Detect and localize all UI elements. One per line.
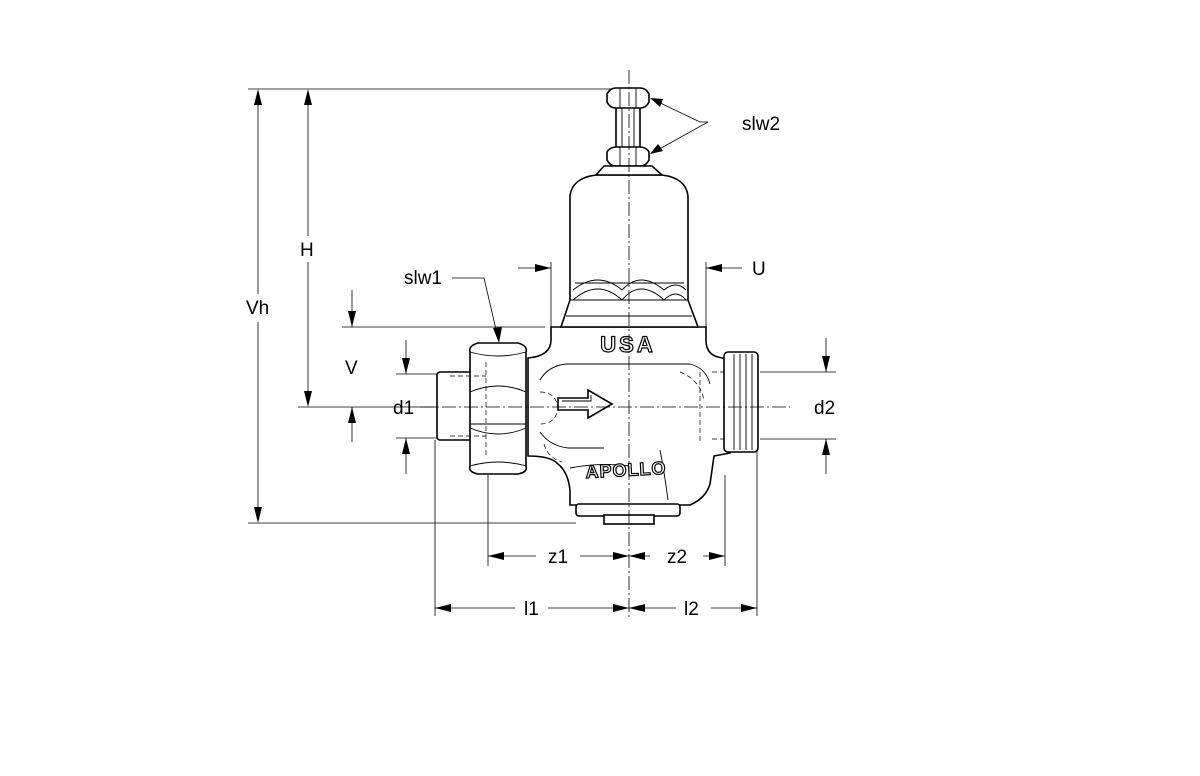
label-vh: Vh	[246, 298, 269, 319]
dimension-h	[304, 89, 312, 407]
dimension-vh	[254, 89, 262, 523]
dimension-l	[435, 604, 757, 612]
label-v: V	[345, 358, 358, 379]
label-h: H	[300, 240, 314, 261]
inlet-union-nut	[436, 342, 528, 475]
label-z1: z1	[548, 547, 568, 568]
leaders	[452, 98, 709, 343]
label-l1: l1	[524, 599, 539, 620]
usa-marking: USA	[600, 332, 655, 357]
dimension-labels: slw2 slw1 U H Vh V d1 d2 z1 z2 l1 l2	[246, 114, 835, 620]
label-d1: d1	[393, 398, 414, 419]
dimension-u	[518, 264, 742, 272]
flow-arrow-emboss	[557, 388, 614, 420]
spring-housing	[559, 87, 700, 328]
valve-body: USA APOLLO	[527, 326, 731, 525]
label-slw1: slw1	[404, 268, 442, 289]
dimension-v	[348, 290, 356, 442]
dimension-z	[488, 552, 725, 560]
dimension-d1	[402, 340, 410, 474]
label-u: U	[752, 259, 766, 280]
label-d2: d2	[814, 398, 835, 419]
label-z2: z2	[667, 547, 687, 568]
label-l2: l2	[684, 599, 699, 620]
centerlines	[420, 70, 790, 618]
outlet-end	[712, 351, 759, 453]
dimension-d2	[822, 338, 830, 474]
extension-lines	[248, 88, 836, 616]
apollo-marking: APOLLO	[585, 458, 667, 482]
label-slw2: slw2	[742, 114, 780, 135]
